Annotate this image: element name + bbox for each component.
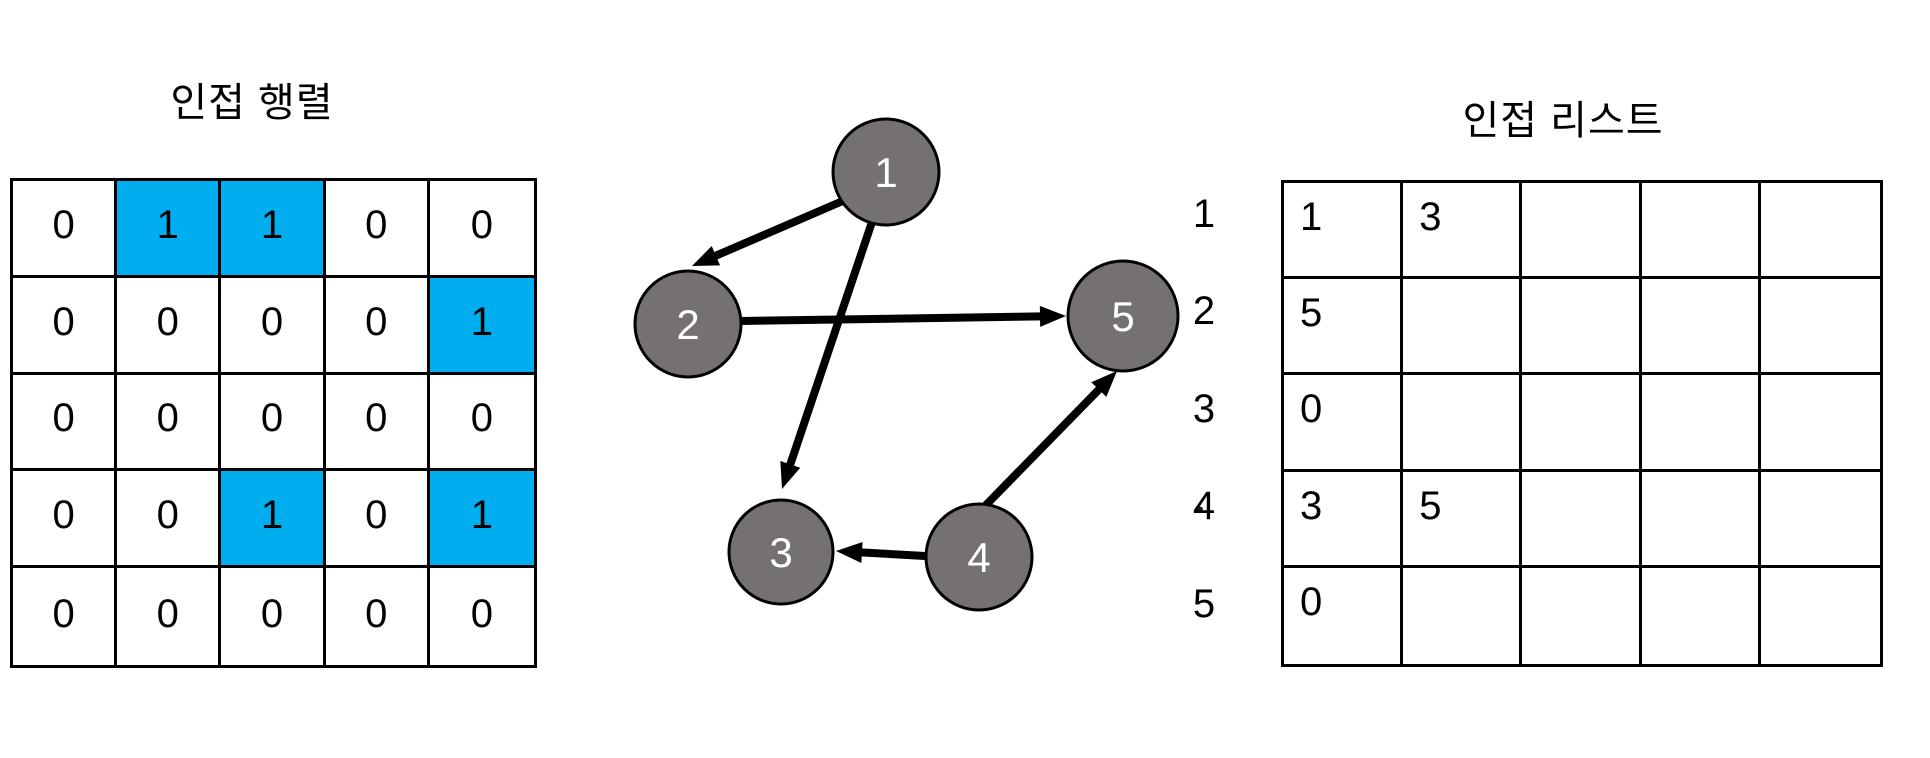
graph-edge-4-3: [851, 547, 926, 560]
graph-node-2: [633, 269, 743, 379]
list-cell: [1522, 375, 1642, 472]
graph-node-3: [727, 498, 835, 606]
adjacency-matrix-title: 인접 행렬: [170, 81, 334, 125]
stray-mark: [1195, 506, 1203, 512]
matrix-cell: 0: [429, 375, 534, 472]
arrowhead-icon-4-3: [836, 541, 863, 563]
list-cell: 3: [1284, 471, 1404, 568]
matrix-cell: 0: [326, 568, 430, 665]
list-cell: [1641, 279, 1761, 376]
graph-node-label: 3: [769, 529, 792, 576]
matrix-cell: 0: [13, 374, 118, 472]
matrix-cell: 0: [13, 181, 118, 278]
matrix-cell: 0: [117, 277, 222, 375]
list-cell: [1761, 568, 1880, 664]
list-cell: [1641, 183, 1761, 280]
arrowhead-icon-1-2: [692, 246, 721, 266]
matrix-cell: 0: [117, 374, 222, 472]
graph-edge-2-5: [740, 312, 1051, 325]
matrix-cell: 0: [221, 568, 326, 665]
adjacency-list-row-labels: 1 2 3 4 5: [1149, 180, 1259, 667]
graph-node-4: [924, 502, 1034, 612]
list-row-label: 5: [1192, 581, 1216, 626]
matrix-cell: 0: [13, 568, 118, 665]
matrix-cell: 0: [117, 471, 222, 569]
matrix-cell: 0: [13, 471, 118, 569]
matrix-cell: 1: [429, 471, 534, 569]
list-cell: [1403, 279, 1523, 376]
list-cell: [1522, 183, 1642, 280]
list-cell: 5: [1284, 279, 1404, 376]
matrix-cell: 1: [221, 471, 326, 569]
list-cell: [1641, 471, 1761, 568]
list-cell: [1403, 567, 1523, 664]
list-cell: [1522, 471, 1642, 568]
graph-edge-4-5: [982, 379, 1109, 509]
graph-edge-1-2: [705, 196, 847, 264]
matrix-cell: 0: [221, 277, 326, 375]
list-row-label: 2: [1192, 289, 1216, 334]
matrix-cell: 1: [221, 181, 326, 278]
matrix-cell: 1: [429, 277, 534, 375]
list-cell: [1760, 279, 1880, 376]
adjacency-list-title: 인접 리스트: [1462, 99, 1664, 143]
matrix-cell: 0: [325, 374, 430, 472]
arrowhead-icon-1-3: [780, 461, 801, 489]
matrix-cell: 0: [117, 568, 222, 665]
matrix-cell: 0: [13, 277, 118, 375]
matrix-cell: 1: [117, 181, 222, 278]
arrowhead-icon-2-5: [1039, 305, 1066, 327]
list-cell: [1760, 183, 1880, 280]
matrix-cell: 0: [325, 277, 430, 375]
arrowhead-icon-4-5: [1091, 371, 1117, 397]
matrix-cell: 0: [325, 471, 430, 569]
list-cell: 3: [1403, 183, 1523, 280]
list-cell: 0: [1284, 375, 1404, 472]
list-cell: 1: [1284, 183, 1404, 280]
matrix-cell: 0: [325, 181, 430, 278]
graph-node-1: [831, 117, 941, 227]
list-cell: [1642, 567, 1761, 664]
list-cell: 0: [1284, 567, 1404, 664]
graph-node-label: 2: [676, 301, 699, 348]
list-cell: 5: [1403, 471, 1523, 568]
graph-node-label: 1: [874, 149, 897, 196]
list-cell: [1760, 472, 1880, 568]
matrix-cell: 0: [221, 374, 326, 472]
list-row-label: 1: [1192, 192, 1216, 236]
list-cell: [1522, 279, 1642, 376]
graph-node-label: 5: [1111, 293, 1134, 340]
graph-node-5: [1066, 259, 1180, 373]
graph-node-label: 4: [967, 534, 990, 581]
list-cell: [1641, 375, 1761, 472]
matrix-cell: 0: [470, 591, 494, 636]
list-cell: [1403, 375, 1523, 472]
list-row-label: 4: [1192, 484, 1216, 529]
graph-edge-1-3: [783, 220, 876, 476]
list-cell: [1522, 567, 1642, 664]
list-row-label: 3: [1192, 386, 1216, 431]
matrix-cell: 0: [429, 181, 534, 278]
list-cell: [1760, 375, 1880, 472]
